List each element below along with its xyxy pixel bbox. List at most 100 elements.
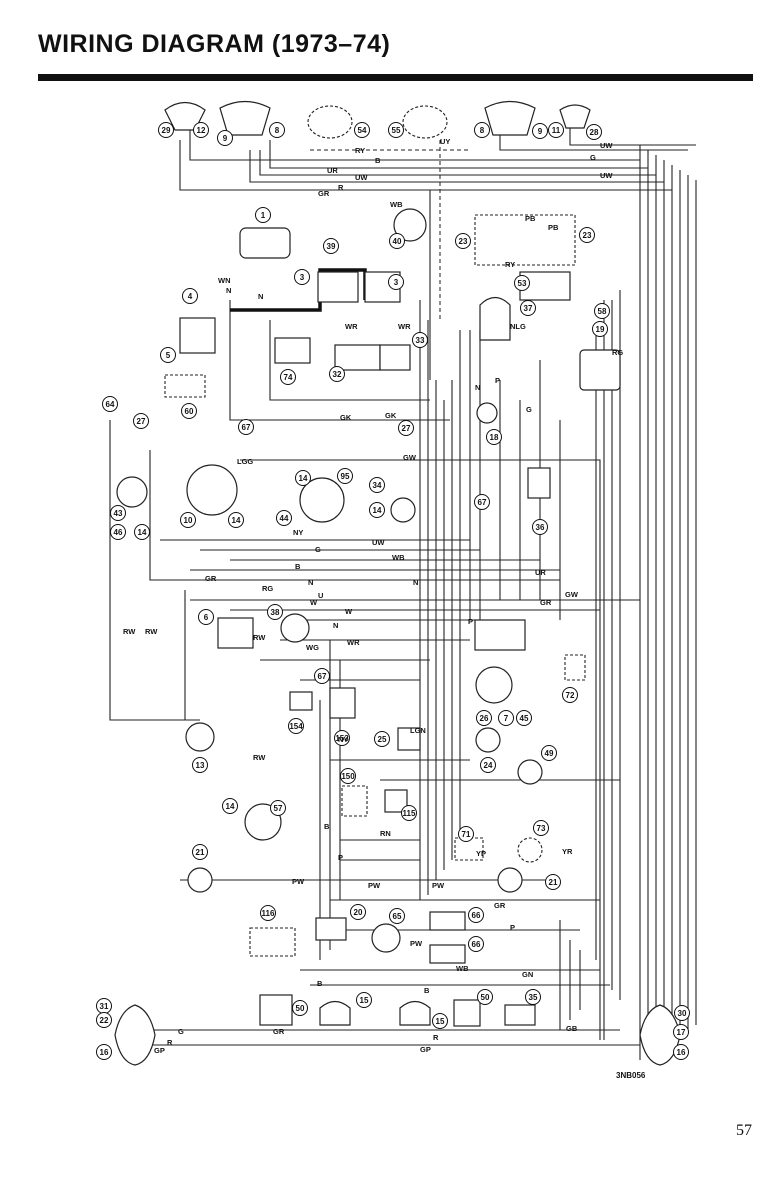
component-number: 14 (226, 802, 235, 811)
wire-code: LGG (237, 457, 253, 466)
wire-code: RW (123, 627, 136, 636)
component-number: 7 (504, 714, 509, 723)
component-marker (260, 905, 276, 921)
wire-code: GR (205, 574, 217, 583)
component-number: 40 (393, 237, 402, 246)
component-marker (198, 609, 214, 625)
harness-middle (319, 300, 561, 960)
component-marker (295, 470, 311, 486)
wire-code: PW (292, 877, 305, 886)
wire-code: P (510, 923, 515, 932)
component-marker (474, 494, 490, 510)
component-marker (222, 798, 238, 814)
component-number: 14 (299, 474, 308, 483)
wire-code: RY (505, 260, 515, 269)
wire-code: GP (420, 1045, 431, 1054)
component-number: 150 (341, 772, 355, 781)
component-marker (474, 122, 490, 138)
component-marker (458, 826, 474, 842)
wire-code: UW (355, 173, 368, 182)
component-number: 31 (100, 1002, 109, 1011)
component-number: 1 (261, 211, 266, 220)
component-marker (388, 122, 404, 138)
wire-code: W (345, 607, 353, 616)
wire-code: WB (392, 553, 405, 562)
wire-code: GK (385, 411, 397, 420)
wire-code: YP (476, 849, 486, 858)
component-number: 116 (262, 909, 275, 918)
wire-code: YR (562, 847, 573, 856)
wire-code: PW (410, 939, 423, 948)
wire-code: RY (355, 146, 365, 155)
component-marker (192, 757, 208, 773)
wire-code: WB (390, 200, 403, 209)
component-number: 74 (284, 373, 293, 382)
component-number: 46 (114, 528, 123, 537)
component-marker (181, 403, 197, 419)
harness-top (179, 120, 696, 380)
component-number: 28 (590, 128, 599, 137)
component-number: 26 (480, 714, 489, 723)
wire-code: PB (548, 223, 559, 232)
component-marker (160, 347, 176, 363)
component-number: 66 (472, 940, 481, 949)
component-marker (340, 768, 356, 784)
wire-code: G (315, 545, 321, 554)
wire-code: N (475, 383, 480, 392)
component-number: 20 (354, 908, 363, 917)
component-marker (96, 1012, 112, 1028)
component-marker (514, 275, 530, 291)
wire-code: NY (338, 735, 348, 744)
component-marker (468, 907, 484, 923)
component-marker (255, 207, 271, 223)
wire-code: N (333, 621, 338, 630)
component-marker (217, 130, 233, 146)
wire-code: WR (347, 638, 360, 647)
wire-code: B (324, 822, 330, 831)
component-number: 55 (392, 126, 401, 135)
component-marker (110, 505, 126, 521)
wire-code: PW (432, 881, 445, 890)
component-marker (228, 512, 244, 528)
component-number: 45 (520, 714, 529, 723)
component-number: 67 (478, 498, 487, 507)
component-marker (532, 519, 548, 535)
wire-code: R (338, 183, 344, 192)
component-number: 27 (402, 424, 411, 433)
component-number: 14 (138, 528, 147, 537)
component-marker (270, 800, 286, 816)
wire-code: R (433, 1033, 439, 1042)
component-number: 54 (358, 126, 367, 135)
component-marker (516, 710, 532, 726)
title-rule (38, 74, 753, 81)
component-number: 95 (341, 472, 350, 481)
component-marker (389, 233, 405, 249)
component-marker (182, 288, 198, 304)
component-number: 36 (536, 523, 545, 532)
component-marker (388, 274, 404, 290)
component-marker (592, 321, 608, 337)
component-number: 15 (436, 1017, 445, 1026)
component-marker (276, 510, 292, 526)
wire-code: UW (600, 171, 613, 180)
wire-code: RW (253, 753, 266, 762)
component-number: 16 (100, 1048, 109, 1057)
component-marker (288, 718, 304, 734)
component-marker (280, 369, 296, 385)
component-number: 32 (333, 370, 342, 379)
wire-code: B (375, 156, 381, 165)
wire-code: GK (340, 413, 352, 422)
wire-code: UY (440, 137, 450, 146)
component-number: 3 (394, 278, 399, 287)
component-marker (594, 303, 610, 319)
wire-code: RW (145, 627, 158, 636)
wire-code: B (424, 986, 430, 995)
component-number: 35 (529, 993, 538, 1002)
component-number: 72 (566, 691, 575, 700)
wire-code: P (468, 617, 473, 626)
component-number: 4 (188, 292, 193, 301)
page-number: 57 (736, 1122, 752, 1139)
component-marker (158, 122, 174, 138)
harness-left (109, 300, 601, 1040)
